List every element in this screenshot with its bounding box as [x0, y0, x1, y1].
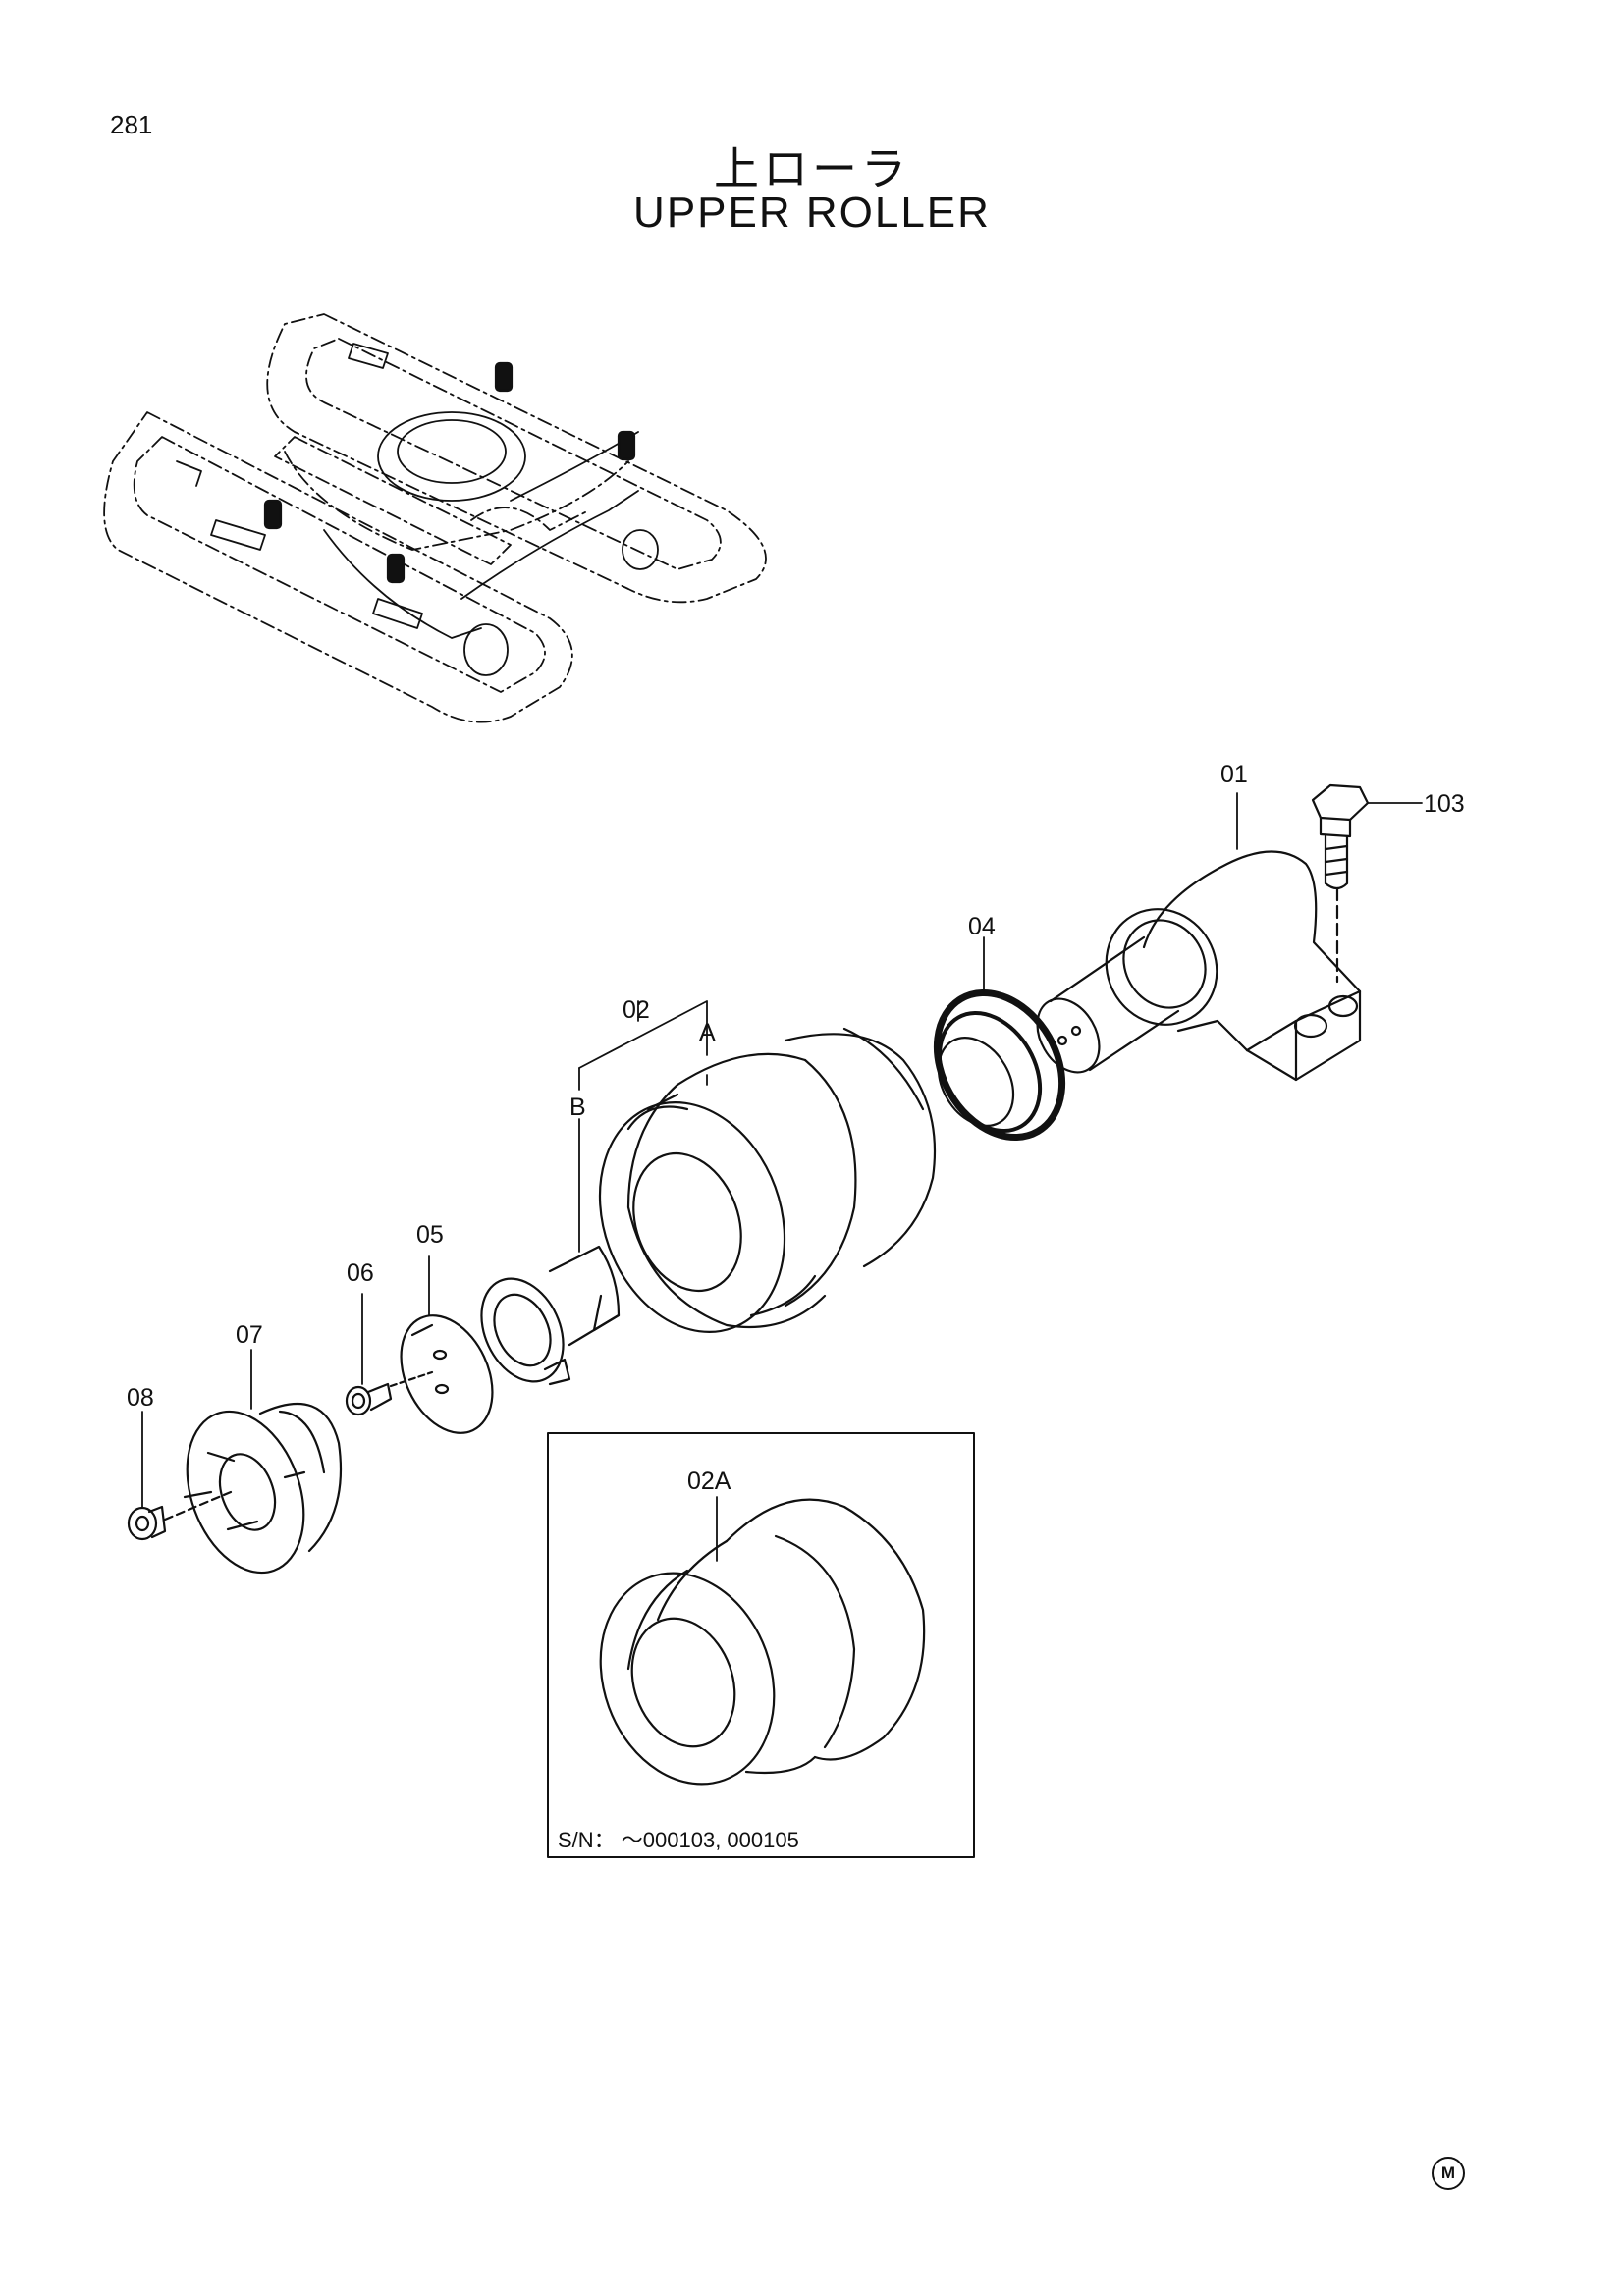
part-05-plate: [400, 1314, 494, 1434]
title-japanese: 上ローラ: [714, 142, 910, 195]
label-07: 07: [236, 1321, 263, 1349]
part-07-cover: [183, 1402, 343, 1575]
serial-note: S/N： ～000103, 000105: [558, 1828, 799, 1852]
part-02b-bushing: [480, 1245, 621, 1386]
part-08-plug: [127, 1490, 233, 1541]
part-02-roller: [598, 1027, 937, 1333]
label-04: 04: [968, 913, 996, 940]
label-02: 02: [623, 996, 650, 1024]
inset-box-02a: S/N： ～000103, 000105: [547, 1432, 975, 1858]
part-04-seal: [933, 988, 1066, 1142]
page-number: 281: [110, 110, 153, 139]
undercarriage-overview: [103, 313, 767, 723]
label-01: 01: [1220, 761, 1248, 788]
label-05: 05: [416, 1221, 444, 1249]
label-103: 103: [1424, 790, 1465, 818]
part-103-bolt: [1311, 783, 1370, 984]
part-01-bracket: [1036, 850, 1362, 1082]
roller-mounts: [263, 361, 636, 584]
label-a: A: [699, 1019, 716, 1046]
label-06: 06: [347, 1259, 374, 1287]
leader-lines: [141, 792, 1423, 1562]
manufacturer-mark: M: [1432, 2157, 1465, 2190]
label-b: B: [569, 1094, 586, 1121]
part-06-bolt: [345, 1370, 434, 1416]
label-02a: 02A: [687, 1468, 731, 1495]
undercarriage-detail: [176, 343, 659, 676]
title-english: UPPER ROLLER: [633, 188, 991, 237]
callout-labels: 01 103 04 02 A B 05 06 07 08 02A: [127, 761, 1465, 1495]
label-08: 08: [127, 1384, 154, 1412]
